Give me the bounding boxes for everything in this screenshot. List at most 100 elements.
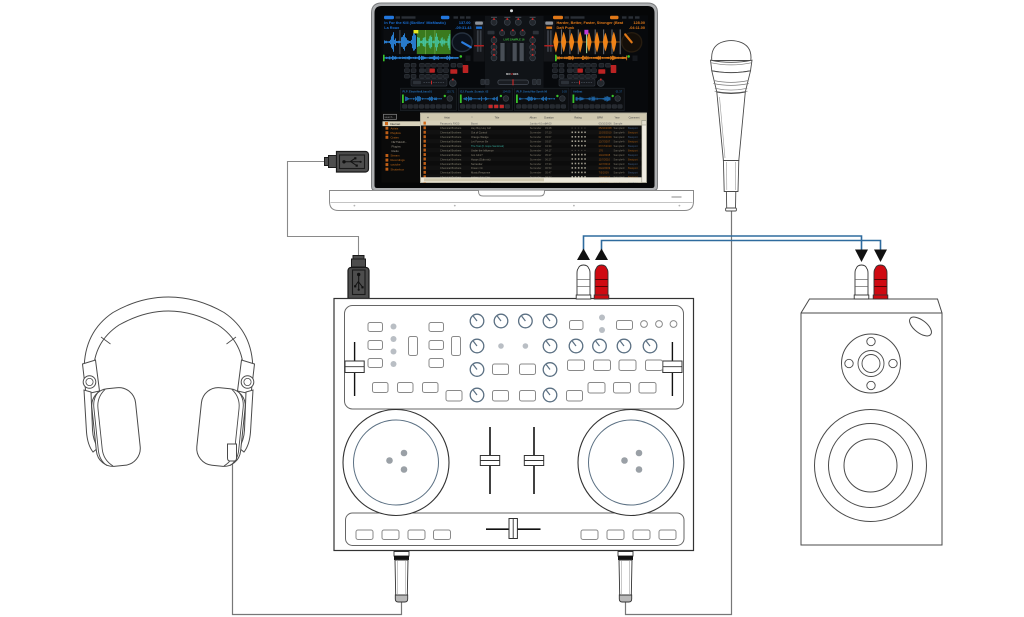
svg-text:Beatport: Beatport: [628, 126, 638, 130]
svg-text:Chemical Brothers: Chemical Brothers: [440, 140, 462, 144]
svg-text:05:47: 05:47: [545, 171, 552, 175]
svg-text:PLP_SonicVibe Synth 06: PLP_SonicVibe Synth 06: [517, 90, 548, 94]
svg-text:06:27: 06:27: [545, 157, 552, 161]
svg-text:Sample: Sample: [614, 121, 623, 125]
svg-text:#: #: [427, 116, 429, 119]
svg-text:11/03/2010: 11/03/2010: [599, 131, 612, 135]
svg-text:Out of Control: Out of Control: [471, 131, 488, 135]
svg-text:Rating: Rating: [574, 116, 582, 119]
svg-text:Got Glint?: Got Glint?: [471, 153, 483, 157]
svg-text:0.03: 0.03: [562, 90, 568, 94]
svg-text:Plugins: Plugins: [392, 145, 402, 149]
svg-text:Radio: Radio: [392, 149, 400, 153]
svg-text:05/10/2008: 05/10/2008: [599, 126, 613, 130]
svg-text:Playlists: Playlists: [391, 131, 402, 135]
svg-text:07:20: 07:20: [545, 131, 552, 135]
svg-text:Beatport: Beatport: [628, 135, 638, 139]
svg-text:Beatport: Beatport: [628, 140, 638, 144]
svg-text:02/01/2009: 02/01/2009: [599, 135, 613, 139]
svg-text:PLP_ElectrifiedLbass01: PLP_ElectrifiedLbass01: [403, 90, 433, 94]
svg-text:Chemical Brothers: Chemical Brothers: [440, 148, 462, 152]
svg-text:Beatport: Beatport: [628, 157, 638, 161]
svg-text:137.00: 137.00: [459, 21, 471, 25]
svg-text:128.00: 128.00: [633, 21, 645, 25]
svg-text:Chemical Brothers: Chemical Brothers: [440, 153, 462, 157]
svg-text:Artist: Artist: [444, 116, 450, 119]
svg-text:11/7/2010: 11/7/2010: [599, 157, 611, 161]
svg-text:Music:Response: Music:Response: [471, 171, 491, 175]
svg-text:Chemical Brothers: Chemical Brothers: [440, 131, 462, 135]
svg-text:Stream: Stream: [391, 154, 401, 158]
svg-text:Sample4r: Sample4r: [614, 171, 625, 175]
svg-text:03:57: 03:57: [545, 140, 552, 144]
svg-text:Sample4r: Sample4r: [614, 131, 625, 135]
svg-text:Sample4r: Sample4r: [614, 162, 625, 166]
svg-text:03:07: 03:07: [545, 135, 552, 139]
svg-text:La Roux: La Roux: [384, 26, 400, 30]
svg-text:Chemical Brothers: Chemical Brothers: [440, 135, 462, 139]
svg-text:Chemical Brothers: Chemical Brothers: [440, 171, 462, 175]
svg-text:Crates: Crates: [391, 135, 400, 139]
svg-text:NETSEAR...: NETSEAR...: [392, 140, 408, 144]
svg-text:Surrender: Surrender: [530, 144, 542, 148]
svg-text:Surrender: Surrender: [530, 162, 542, 166]
svg-text:12/7/2007: 12/7/2007: [599, 140, 611, 144]
svg-text:Surrender: Surrender: [530, 175, 542, 179]
svg-text:Surrender: Surrender: [530, 171, 542, 175]
svg-text:Beatport: Beatport: [628, 144, 638, 148]
svg-text:Sample4r: Sample4r: [614, 153, 625, 157]
svg-text:Surrender: Surrender: [530, 157, 542, 161]
svg-text:The Test (ft. Hope Sandoval): The Test (ft. Hope Sandoval): [471, 144, 504, 148]
svg-text:12/7/2010: 12/7/2010: [599, 162, 611, 166]
svg-text:BPM: BPM: [597, 116, 602, 119]
svg-text:AirBeat: AirBeat: [573, 90, 582, 94]
svg-text:7/5/2009: 7/5/2009: [599, 171, 610, 175]
svg-text:04:32: 04:32: [545, 175, 552, 179]
svg-text:06:53: 06:53: [545, 166, 552, 170]
svg-text:Recordings: Recordings: [391, 158, 406, 162]
svg-text:Chemical Brothers: Chemical Brothers: [440, 166, 462, 170]
svg-text:04:34: 04:34: [545, 144, 552, 148]
svg-text:Panasonic RX50: Panasonic RX50: [440, 121, 460, 125]
svg-text:Asleep from Day: Asleep from Day: [471, 175, 491, 179]
svg-text:Sample4r: Sample4r: [614, 175, 625, 179]
svg-text:Hoops (Dub mix): Hoops (Dub mix): [471, 157, 491, 161]
svg-text:-04:11.00: -04:11.00: [629, 26, 645, 30]
svg-text:Year: Year: [614, 116, 619, 119]
svg-text:104.05: 104.05: [502, 90, 510, 94]
svg-text:Orange Wedge: Orange Wedge: [471, 135, 489, 139]
svg-text:Surrender: Surrender: [530, 166, 542, 170]
svg-text:Beatport: Beatport: [628, 166, 638, 170]
svg-text:Shutterbox: Shutterbox: [391, 167, 405, 171]
svg-text:05:27: 05:27: [545, 153, 552, 157]
svg-text:Hey Boy Hey Girl: Hey Boy Hey Girl: [471, 126, 491, 130]
svg-text:Under the Influence: Under the Influence: [471, 148, 494, 152]
svg-text:Artists: Artists: [391, 126, 399, 130]
svg-text:Beatport: Beatport: [628, 131, 638, 135]
svg-text:Surrender: Surrender: [530, 135, 542, 139]
svg-text:Daft Punk: Daft Punk: [557, 26, 576, 30]
svg-text:Chemical Brothers: Chemical Brothers: [440, 126, 462, 130]
svg-text:04/2/2009: 04/2/2009: [599, 166, 611, 170]
svg-text:04:17: 04:17: [545, 148, 552, 152]
svg-text:MIXVIBES: MIXVIBES: [506, 72, 519, 76]
svg-text:Sample4r: Sample4r: [614, 157, 625, 161]
svg-text:Jumbo 4.0 mix: Jumbo 4.0 mix: [530, 121, 548, 125]
svg-text:-09:31.43: -09:31.43: [455, 26, 471, 30]
svg-text:Surrender: Surrender: [530, 148, 542, 152]
svg-text:07/17/2010: 07/17/2010: [599, 144, 613, 148]
svg-text:Sample4r: Sample4r: [614, 126, 625, 130]
svg-text:07:34: 07:34: [545, 162, 552, 166]
svg-text:LIVE SAMPLE 16: LIVE SAMPLE 16: [504, 37, 525, 41]
svg-text:Chemical Brothers: Chemical Brothers: [440, 157, 462, 161]
svg-text:youtube: youtube: [391, 163, 401, 167]
svg-text:03/10/2006: 03/10/2006: [599, 121, 613, 125]
svg-text:Surrender: Surrender: [530, 126, 542, 130]
svg-text:Surrender: Surrender: [530, 153, 542, 157]
svg-text:Beatport: Beatport: [628, 148, 638, 152]
svg-text:Title: Title: [495, 116, 500, 119]
svg-text:Sample4r: Sample4r: [614, 148, 625, 152]
svg-text:01.37: 01.37: [616, 90, 623, 94]
svg-text:10/4/2010: 10/4/2010: [599, 175, 611, 179]
svg-text:04:00: 04:00: [545, 121, 552, 125]
